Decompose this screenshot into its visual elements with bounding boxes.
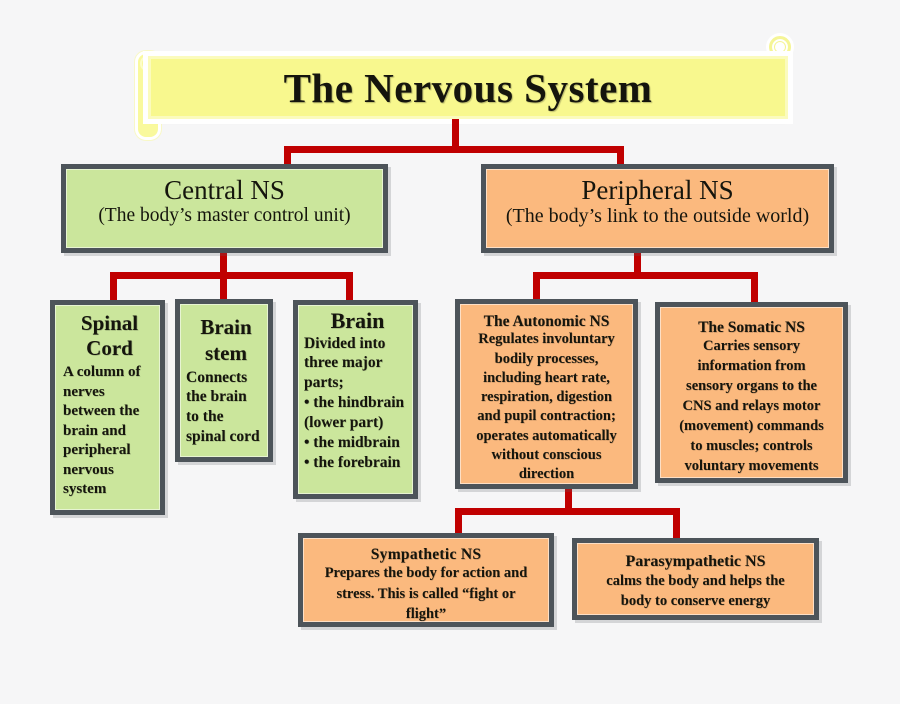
connector-title-drop-right	[617, 146, 624, 168]
connector-peripheral-drop-right	[751, 272, 758, 312]
connector-title-drop-left	[284, 146, 291, 168]
node-body: calms the body and helps the body to con…	[606, 572, 785, 610]
node-heading: Brain	[330, 308, 385, 333]
node-peripheral-ns: Peripheral NS (The body’s link to the ou…	[481, 164, 834, 253]
diagram-title: The Nervous System	[283, 64, 653, 111]
node-autonomic-ns: The Autonomic NS Regulates involuntary b…	[455, 299, 638, 489]
connector-autonomic-drop-right	[673, 508, 680, 543]
connector-autonomic-stem	[565, 486, 572, 515]
connector-peripheral-stem	[634, 253, 641, 279]
node-heading: The Autonomic NS	[483, 313, 610, 330]
node-subheading: (The body’s link to the outside world)	[505, 205, 810, 228]
node-body: Regulates involuntary bodily processes, …	[476, 331, 617, 483]
node-body: Carries sensory information from sensory…	[679, 338, 824, 475]
connector-central-bar	[110, 272, 353, 279]
node-somatic-ns: The Somatic NS Carries sensory informati…	[655, 302, 848, 483]
diagram-title-box: The Nervous System	[148, 56, 788, 119]
node-subheading: (The body’s master control unit)	[98, 205, 351, 227]
connector-title-bar	[284, 146, 624, 153]
node-heading: Brain stem	[200, 315, 252, 366]
scroll-curl-decoration	[769, 36, 791, 58]
node-heading: Spinal Cord	[80, 311, 139, 361]
node-spinal-cord: Spinal Cord A column of nerves between t…	[50, 300, 165, 515]
node-heading: Peripheral NS	[581, 175, 734, 205]
node-sympathetic-ns: Sympathetic NS Prepares the body for act…	[298, 533, 554, 627]
node-body: Prepares the body for action and stress.…	[303, 563, 549, 624]
connector-title-stem	[452, 119, 459, 151]
node-body: A column of nerves between the brain and…	[63, 364, 141, 498]
node-brain: Brain Divided into three major parts; • …	[293, 300, 418, 499]
node-heading: Central NS	[164, 175, 285, 205]
connector-autonomic-bar	[455, 508, 680, 515]
connector-central-drop-right	[346, 272, 353, 304]
connector-autonomic-drop-left	[455, 508, 462, 537]
node-brain-stem: Brain stem Connects the brain to the spi…	[175, 299, 273, 462]
node-heading: Sympathetic NS	[370, 546, 482, 563]
node-body-bold-text: “fight or flight”	[405, 585, 516, 622]
node-heading: The Somatic NS	[698, 319, 805, 336]
connector-central-drop-left	[110, 272, 117, 304]
node-body: Divided into three major parts; • the hi…	[304, 334, 405, 471]
connector-peripheral-drop-left	[533, 272, 540, 303]
node-heading: Parasympathetic NS	[625, 553, 766, 570]
node-body-text: Prepares the body for action and stress.…	[324, 565, 528, 602]
node-body: Connects the brain to the spinal cord	[186, 368, 260, 445]
node-parasympathetic-ns: Parasympathetic NS calms the body and he…	[572, 538, 819, 620]
node-central-ns: Central NS (The body’s master control un…	[61, 164, 388, 253]
connector-peripheral-bar	[533, 272, 758, 279]
